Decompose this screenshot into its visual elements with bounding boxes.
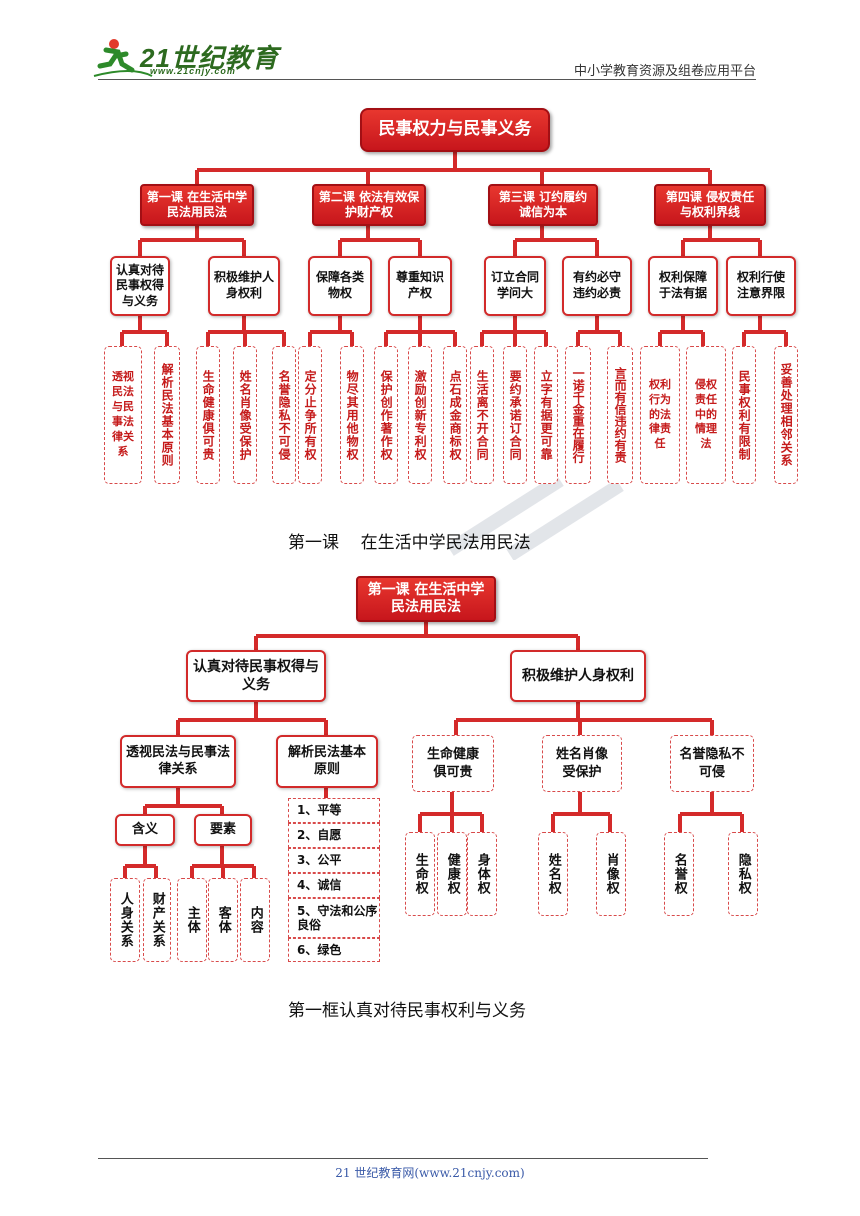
logo-text: 21世纪教育 — [140, 43, 279, 73]
chart2-sub-reputation-privacy: 名誉隐私不可侵 — [670, 735, 754, 792]
chart2-sub-name-portrait: 姓名肖像受保护 — [542, 735, 622, 792]
leaf-3-1-2: 要约承诺订合同 — [503, 346, 527, 484]
chart2-root: 第一课 在生活中学民法用民法 — [356, 576, 496, 622]
leaf-4-1-1: 权利行为的法律责任 — [640, 346, 680, 484]
topic-1-1: 认真对待民事权得与义务 — [110, 256, 170, 316]
leaf-4-1-2: 侵权责任中的情理法 — [686, 346, 726, 484]
leaf-2-2-1: 保护创作著作权 — [374, 346, 398, 484]
principle-item: 5、守法和公序良俗 — [288, 898, 380, 938]
logo-url: www.21cnjy.com — [150, 66, 236, 76]
leaf-4-2-2: 妥善处理相邻关系 — [774, 346, 798, 484]
topic-2-2: 尊重知识产权 — [388, 256, 452, 316]
lesson-1-box: 第一课 在生活中学民法用民法 — [140, 184, 254, 226]
leaf-1-2-3: 名誉隐私不可侵 — [272, 346, 296, 484]
header-platform-name: 中小学教育资源及组卷应用平台 — [573, 64, 756, 79]
chart2-leaf-name: 姓名权 — [538, 832, 568, 916]
footer-divider — [98, 1158, 708, 1159]
chart2-leaf-portrait: 肖像权 — [596, 832, 626, 916]
logo-runner-icon — [93, 39, 153, 77]
chart2-leaf-subject: 主体 — [177, 878, 207, 962]
leaf-3-2-2: 言而有信违约有责 — [607, 346, 633, 484]
leaf-1-2-1: 生命健康俱可贵 — [196, 346, 220, 484]
leaf-1-1-2: 解析民法基本原则 — [154, 346, 180, 484]
principle-item: 6、绿色 — [288, 938, 380, 962]
principle-item: 1、平等 — [288, 798, 380, 823]
topic-1-2: 积极维护人身权利 — [208, 256, 280, 316]
topic-2-1: 保障各类物权 — [308, 256, 372, 316]
lesson-2-box: 第二课 依法有效保护财产权 — [312, 184, 426, 226]
caption-section-1: 第一框认真对待民事权利与义务 — [288, 1001, 526, 1021]
caption-lesson-1: 第一课 在生活中学民法用民法 — [288, 533, 531, 553]
leaf-3-2-1: 一诺千金重在履行 — [565, 346, 591, 484]
chart2-leaf-body: 身体权 — [467, 832, 497, 916]
lesson-4-box: 第四课 侵权责任与权利界线 — [654, 184, 766, 226]
leaf-1-2-2: 姓名肖像受保护 — [233, 346, 257, 484]
lesson-3-box: 第三课 订约履约诚信为本 — [488, 184, 598, 226]
chart2-sub-life-health: 生命健康俱可贵 — [412, 735, 494, 792]
leaf-4-2-1: 民事权利有限制 — [732, 346, 756, 484]
topic-4-1: 权利保障于法有据 — [648, 256, 718, 316]
principle-item: 2、自愿 — [288, 823, 380, 848]
chart2-yaosu: 要素 — [194, 814, 252, 846]
topic-4-2: 权利行使注意界限 — [726, 256, 796, 316]
chart2-sub-principles: 解析民法基本原则 — [276, 735, 378, 788]
footer-site: 21 世纪教育网(www.21cnjy.com) — [335, 1166, 525, 1180]
header-divider — [98, 79, 756, 80]
leaf-3-1-1: 生活离不开合同 — [470, 346, 494, 484]
chart1-title: 民事权力与民事义务 — [360, 108, 550, 152]
leaf-2-1-1: 定分止争所有权 — [298, 346, 322, 484]
principle-item: 3、公平 — [288, 848, 380, 873]
topic-3-1: 订立合同学问大 — [484, 256, 546, 316]
chart2-leaf-reputation: 名誉权 — [664, 832, 694, 916]
leaf-2-2-2: 激励创新专利权 — [408, 346, 432, 484]
chart2-leaf-content: 内容 — [240, 878, 270, 962]
leaf-1-1-1: 透视民法与民事法律关系 — [104, 346, 142, 484]
topic-3-2: 有约必守违约必责 — [562, 256, 632, 316]
leaf-3-1-3: 立字有据更可靠 — [534, 346, 558, 484]
chart2-hanyi: 含义 — [115, 814, 175, 846]
chart2-left-topic: 认真对待民事权得与义务 — [186, 650, 326, 702]
chart2-leaf-personal: 人身关系 — [110, 878, 140, 962]
watermark-icon — [446, 474, 624, 560]
leaf-2-2-3: 点石成金商标权 — [443, 346, 467, 484]
chart2-leaf-life: 生命权 — [405, 832, 435, 916]
chart2-leaf-health: 健康权 — [437, 832, 467, 916]
chart2-leaf-property: 财产关系 — [143, 878, 171, 962]
leaf-2-1-2: 物尽其用他物权 — [340, 346, 364, 484]
chart2-sub-legal-relations: 透视民法与民事法律关系 — [120, 735, 236, 788]
principle-item: 4、诚信 — [288, 873, 380, 898]
chart2-leaf-object: 客体 — [208, 878, 238, 962]
chart2-leaf-privacy: 隐私权 — [728, 832, 758, 916]
chart2-right-topic: 积极维护人身权利 — [510, 650, 646, 702]
